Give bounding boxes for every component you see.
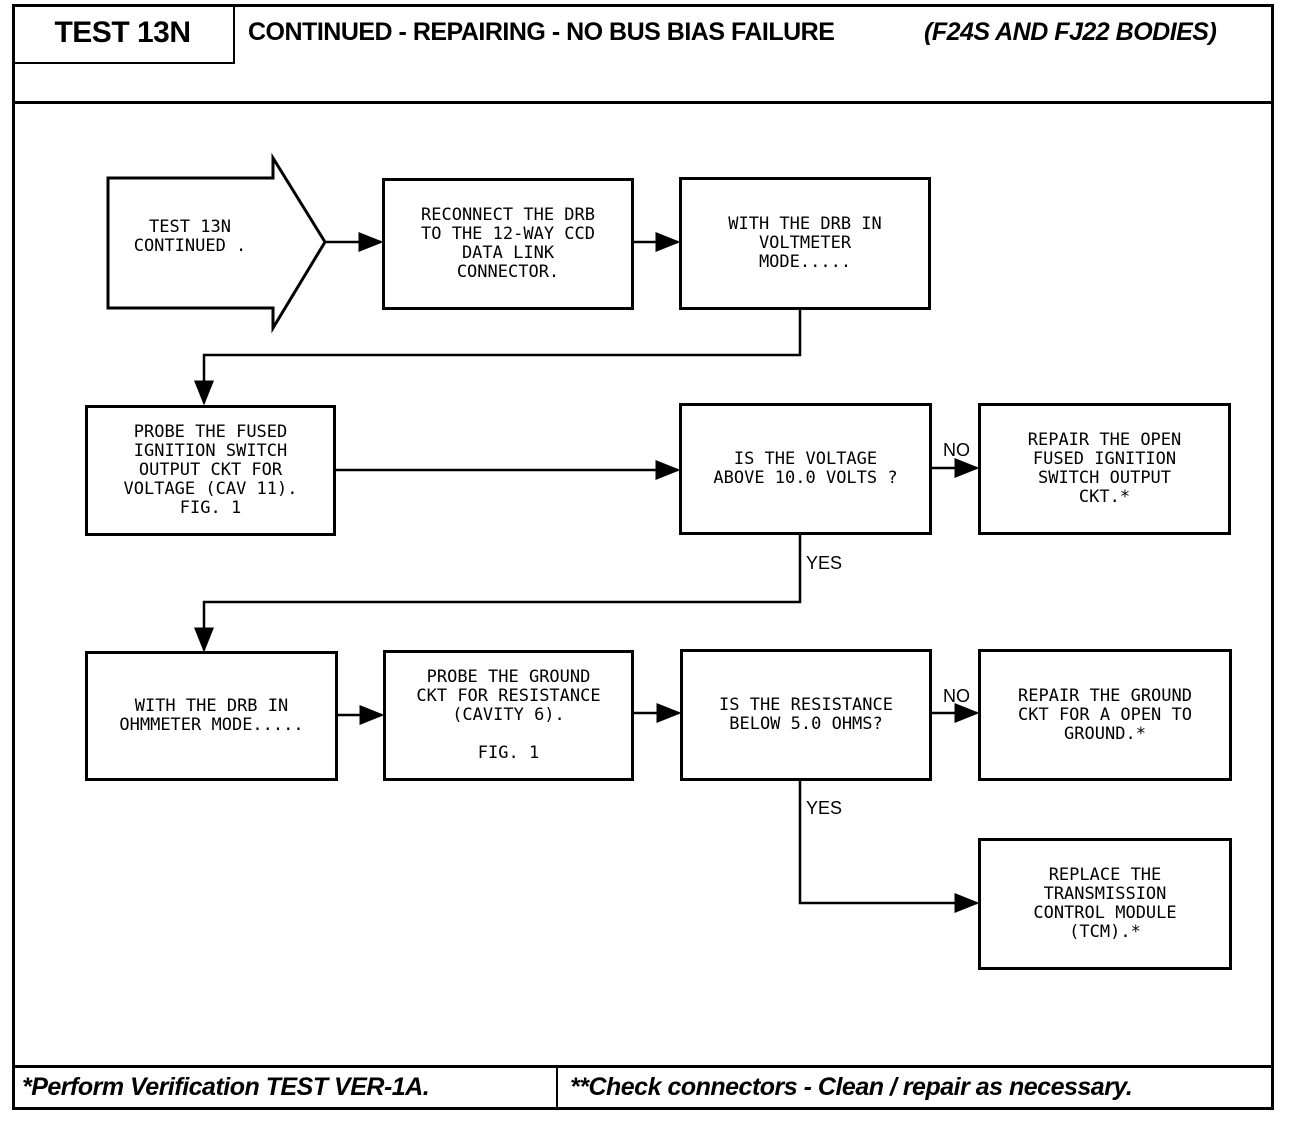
- connector-voltage-yes: [194, 535, 802, 653]
- footer-verification-note: *Perform Verification TEST VER-1A.: [22, 1073, 430, 1101]
- ohmmeter-mode-text: WITH THE DRB IN OHMMETER MODE.....: [119, 696, 304, 735]
- reconnect-drb-text: RECONNECT THE DRB TO THE 12-WAY CCD DATA…: [421, 205, 595, 282]
- start-label: TEST 13N CONTINUED .: [133, 217, 247, 256]
- repair-ground-box: REPAIR THE GROUND CKT FOR A OPEN TO GROU…: [978, 649, 1232, 781]
- repair-ground-text: REPAIR THE GROUND CKT FOR A OPEN TO GROU…: [1018, 685, 1192, 744]
- replace-tcm-text: REPLACE THE TRANSMISSION CONTROL MODULE …: [1033, 865, 1177, 942]
- footer-divider: [12, 1065, 1274, 1068]
- voltmeter-mode-box: WITH THE DRB IN VOLTMETER MODE.....: [679, 177, 931, 310]
- footer-connector-note: **Check connectors - Clean / repair as n…: [570, 1073, 1133, 1101]
- header-divider: [12, 101, 1274, 104]
- test-number-label: TEST 13N: [12, 4, 235, 64]
- replace-tcm-box: REPLACE THE TRANSMISSION CONTROL MODULE …: [978, 838, 1232, 970]
- repair-open-fused-box: REPAIR THE OPEN FUSED IGNITION SWITCH OU…: [978, 403, 1231, 535]
- probe-ground-text: PROBE THE GROUND CKT FOR RESISTANCE (CAV…: [416, 667, 601, 763]
- voltage-question-box: IS THE VOLTAGE ABOVE 10.0 VOLTS ?: [679, 403, 932, 535]
- page-frame: [12, 4, 1274, 1110]
- resistance-question-text: IS THE RESISTANCE BELOW 5.0 OHMS?: [719, 695, 893, 734]
- repair-open-fused-text: REPAIR THE OPEN FUSED IGNITION SWITCH OU…: [1027, 430, 1182, 507]
- page-title: CONTINUED - REPAIRING - NO BUS BIAS FAIL…: [248, 18, 835, 46]
- probe-fused-ignition-box: PROBE THE FUSED IGNITION SWITCH OUTPUT C…: [85, 405, 336, 536]
- connector-resistance-yes: [798, 780, 980, 913]
- probe-fused-ignition-text: PROBE THE FUSED IGNITION SWITCH OUTPUT C…: [123, 422, 298, 518]
- ohmmeter-mode-box: WITH THE DRB IN OHMMETER MODE.....: [85, 651, 338, 781]
- yes-label-voltage: YES: [806, 553, 843, 573]
- voltage-question-text: IS THE VOLTAGE ABOVE 10.0 VOLTS ?: [713, 449, 898, 488]
- yes-label-resistance: YES: [806, 798, 843, 818]
- no-label-voltage: NO: [943, 440, 970, 460]
- body-applicability: (F24S AND FJ22 BODIES): [924, 18, 1217, 46]
- start-arrow-shape: [106, 152, 327, 334]
- resistance-question-box: IS THE RESISTANCE BELOW 5.0 OHMS?: [680, 649, 932, 781]
- voltmeter-mode-text: WITH THE DRB IN VOLTMETER MODE.....: [728, 214, 882, 272]
- reconnect-drb-box: RECONNECT THE DRB TO THE 12-WAY CCD DATA…: [382, 178, 634, 310]
- probe-ground-box: PROBE THE GROUND CKT FOR RESISTANCE (CAV…: [383, 650, 634, 781]
- no-label-resistance: NO: [943, 686, 970, 706]
- connector-voltmeter-probe: [194, 310, 802, 406]
- footer-column-divider: [556, 1066, 558, 1110]
